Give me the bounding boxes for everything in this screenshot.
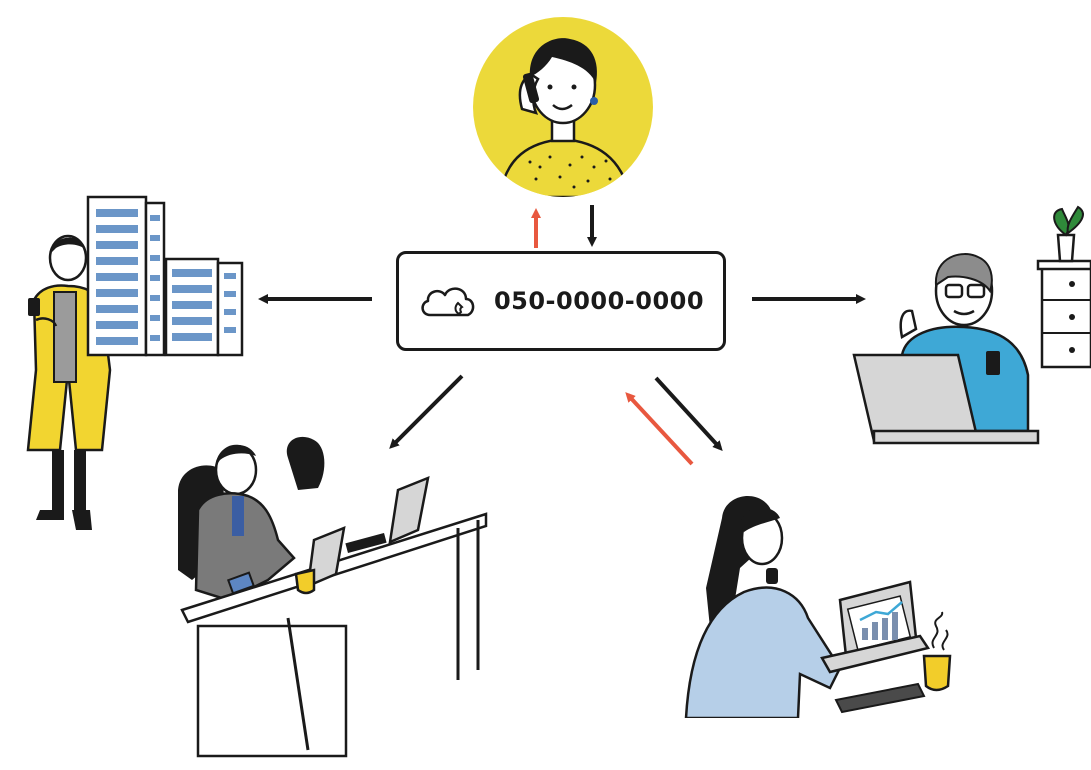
arrow-laptop-to-box-red	[625, 392, 694, 466]
phone-number: 050-0000-0000	[493, 287, 705, 315]
woman-on-call-with-laptop-icon	[684, 495, 952, 718]
office-building-icon	[86, 195, 244, 357]
man-with-laptop-icon	[852, 205, 1091, 445]
cloud-phone-icon	[421, 287, 475, 317]
arrow-box-to-laptop	[654, 376, 723, 451]
office-desk-worker-icon	[178, 436, 488, 758]
phone-number-box: 050-0000-0000	[396, 251, 726, 351]
arrow-box-to-desk	[389, 374, 464, 449]
woman-on-phone-icon	[473, 17, 653, 197]
